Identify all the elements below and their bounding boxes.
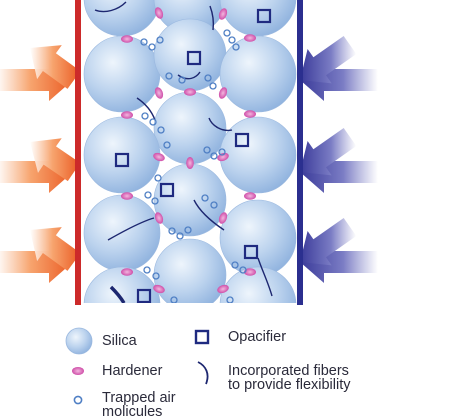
legend-fiber-icon [197,361,209,385]
hardener-icon [244,110,256,118]
fiber-icon [257,257,273,297]
air-bubble-icon [210,201,218,209]
cold-wall [297,0,303,305]
air-bubble-icon [184,226,192,234]
fiber-icon [94,1,127,13]
hardener-icon [154,87,164,99]
air-bubble-icon [239,266,247,274]
air-bubble-icon [223,29,231,37]
legend-air-label-line2: molicules [102,404,163,420]
cold-arrow-icon [300,218,357,266]
hardener-icon [154,7,164,19]
legend-hardener-label: Hardener [102,363,163,379]
hot-arrow-icon [30,45,81,89]
aerogel-panel [80,0,298,303]
cold-arrow-icon [300,36,357,84]
air-bubble-icon [143,266,151,274]
silica-sphere-icon [153,18,227,92]
hardener-icon [244,192,256,200]
silica-sphere-icon [219,266,297,303]
air-bubble-icon [231,261,239,269]
legend-fibers-label-line2: to provide flexibility [228,377,351,393]
fiber-icon [109,285,126,303]
legend-air-bubble-icon [73,395,83,405]
cold-arrow-icon [300,128,357,176]
air-bubble-icon [204,74,212,82]
hot-arrow-icon [30,138,81,182]
air-bubble-icon [165,72,173,80]
air-bubble-icon [149,118,157,126]
air-bubble-icon [140,38,148,46]
opacifier-icon [243,244,259,260]
hardener-icon [218,87,228,99]
legend-fibers-label-line1: Incorporated fibers [228,363,349,379]
air-bubble-icon [210,152,218,160]
air-bubble-icon [228,36,236,44]
air-bubble-icon [157,126,165,134]
fiber-icon [193,199,225,231]
fiber-icon [107,217,155,241]
silica-sphere-icon [153,163,227,237]
hot-arrow-icon [30,227,81,271]
hardener-icon [121,192,133,200]
hardener-icon [121,268,133,276]
opacifier-icon [186,50,202,66]
air-bubble-icon [141,112,149,120]
hardener-icon [244,34,256,42]
legend-opacifier-icon [194,329,210,345]
legend-hardener-icon [72,367,84,375]
hardener-icon [184,88,196,96]
air-bubble-icon [203,146,211,154]
hardener-icon [218,212,228,224]
hardener-icon [218,8,228,20]
opacifier-icon [256,8,272,24]
hardener-icon [244,268,256,276]
legend-silica-icon [65,327,93,355]
air-bubble-icon [148,43,156,51]
air-bubble-icon [170,296,178,303]
air-bubble-icon [152,272,160,280]
silica-sphere-icon [153,238,227,303]
air-bubble-icon [144,191,152,199]
air-bubble-icon [226,296,234,303]
air-bubble-icon [209,82,217,90]
air-bubble-icon [218,148,226,156]
hot-arrows [0,45,81,283]
hardener-icon [121,111,133,119]
air-bubble-icon [156,36,164,44]
air-bubble-icon [168,227,176,235]
air-bubble-icon [176,232,184,240]
fiber-icon [177,71,201,80]
fiber-icon [136,97,156,121]
hardener-icon [153,152,165,162]
hardener-icon [186,157,194,169]
hardener-icon [121,35,133,43]
air-bubble-icon [151,197,159,205]
hardener-icon [217,284,229,294]
legend-silica-label: Silica [102,333,137,349]
air-bubble-icon [163,141,171,149]
air-bubble-icon [201,194,209,202]
fiber-icon [209,5,215,31]
air-bubble-icon [154,174,162,182]
silica-sphere-icon [219,116,297,194]
opacifier-icon [136,288,152,303]
silica-sphere-icon [83,266,161,303]
legend-air-label-line1: Trapped air [102,390,176,406]
opacifier-icon [159,182,175,198]
fiber-icon [208,117,233,132]
cold-arrows [300,36,378,283]
hardener-icon [154,212,164,224]
legend-opacifier-label: Opacifier [228,329,287,345]
opacifier-icon [234,132,250,148]
silica-sphere-icon [219,35,297,113]
air-bubble-icon [178,76,186,84]
hot-wall [75,0,81,305]
hardener-icon [153,284,165,294]
opacifier-icon [114,152,130,168]
air-bubble-icon [232,43,240,51]
